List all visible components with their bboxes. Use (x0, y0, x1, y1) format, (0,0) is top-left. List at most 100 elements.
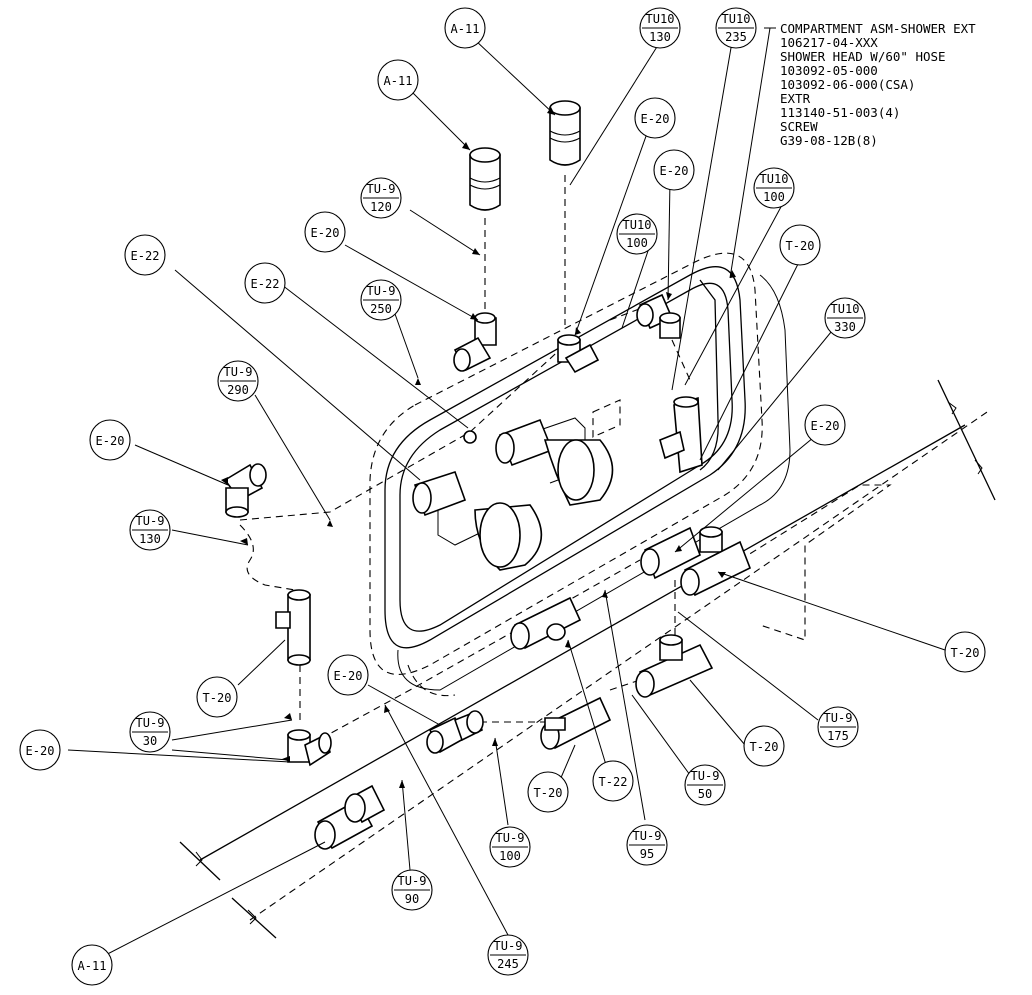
callout: E-22 (244, 262, 286, 304)
svg-text:TU-9: TU-9 (224, 365, 253, 379)
svg-text:TU-9: TU-9 (367, 182, 396, 196)
note-line: G39-08-12B(8) (780, 133, 878, 148)
callout: E-20 (19, 729, 61, 771)
callout-fraction: TU10 130 (639, 7, 681, 49)
svg-text:100: 100 (499, 849, 521, 863)
callout: A-11 (377, 59, 419, 101)
callout: T-20 (743, 725, 785, 767)
callout-fraction: TU-950 (684, 764, 726, 806)
callout: E-20 (304, 211, 346, 253)
callout: E-20 (327, 654, 369, 696)
svg-text:TU-9: TU-9 (398, 874, 427, 888)
svg-text:T-20: T-20 (203, 691, 232, 705)
svg-text:TU10: TU10 (722, 12, 751, 26)
svg-text:T-20: T-20 (534, 786, 563, 800)
svg-text:90: 90 (405, 892, 419, 906)
tee-cluster-right (640, 526, 752, 597)
elbow-e20-upper (453, 312, 497, 372)
notes-block: COMPARTMENT ASM-SHOWER EXT 106217-04-XXX… (780, 21, 976, 148)
elbow-e20-left (223, 463, 267, 518)
note-line: 113140-51-003(4) (780, 105, 900, 120)
svg-text:330: 330 (834, 320, 856, 334)
callout: E-20 (653, 149, 695, 191)
tee-t20-bottom (540, 696, 612, 750)
tee-t20-lower-right (635, 634, 714, 698)
svg-text:T-20: T-20 (786, 239, 815, 253)
svg-text:175: 175 (827, 729, 849, 743)
callout: T-20 (196, 676, 238, 718)
svg-text:TU-9: TU-9 (824, 711, 853, 725)
callout: A-11 (71, 944, 113, 986)
shower-head-lower (412, 470, 543, 571)
cap-fitting-a11-upper (469, 147, 501, 211)
svg-text:T-20: T-20 (951, 646, 980, 660)
elbow-e20-bottom-left (287, 729, 332, 767)
svg-text:130: 130 (139, 532, 161, 546)
cap-fitting-a11-top (549, 100, 581, 166)
svg-text:TU-9: TU-9 (136, 514, 165, 528)
svg-text:E-20: E-20 (641, 112, 670, 126)
svg-text:TU-9: TU-9 (496, 831, 525, 845)
tee-t20-upper (557, 334, 600, 374)
svg-text:E-22: E-22 (251, 277, 280, 291)
callout: E-22 (124, 234, 166, 276)
svg-text:290: 290 (227, 383, 249, 397)
svg-text:A-11: A-11 (451, 22, 480, 36)
callout-fraction: TU10 330 (824, 297, 866, 339)
elbow-e20-top-right (636, 293, 681, 339)
svg-text:TU10: TU10 (646, 12, 675, 26)
note-line: SHOWER HEAD W/60" HOSE (780, 49, 946, 64)
svg-text:30: 30 (143, 734, 157, 748)
svg-text:A-11: A-11 (384, 74, 413, 88)
note-line: 103092-05-000 (780, 63, 878, 78)
callout: T-20 (527, 771, 569, 813)
callout: E-20 (634, 97, 676, 139)
callout: E-20 (89, 419, 131, 461)
svg-text:100: 100 (763, 190, 785, 204)
tee-t20-left (275, 589, 311, 666)
callout: E-20 (804, 404, 846, 446)
elbow-e20-bottom (426, 710, 484, 754)
svg-text:TU10: TU10 (831, 302, 860, 316)
svg-text:235: 235 (725, 30, 747, 44)
callout: T-22 (592, 760, 634, 802)
callout-fraction: TU-9 30 (129, 711, 171, 753)
svg-text:TU10: TU10 (760, 172, 789, 186)
callout-fraction: TU10 235 (715, 7, 757, 49)
svg-text:TU-9: TU-9 (494, 939, 523, 953)
svg-text:E-20: E-20 (311, 226, 340, 240)
callout-fraction: TU-9 100 (489, 826, 531, 868)
callout: T-20 (944, 631, 986, 673)
shower-head-upper (463, 418, 614, 506)
svg-text:E-20: E-20 (96, 434, 125, 448)
tee-t20-right (659, 396, 703, 474)
svg-text:95: 95 (640, 847, 654, 861)
pipe-routes (239, 175, 991, 921)
callout-fraction: TU-9 290 (217, 360, 259, 402)
callout-fraction: TU-9 175 (817, 706, 859, 748)
svg-text:TU10: TU10 (623, 218, 652, 232)
note-line: SCREW (780, 119, 818, 134)
callout-fraction: TU10 100 (753, 167, 795, 209)
svg-text:TU-9: TU-9 (367, 284, 396, 298)
svg-text:A-11: A-11 (78, 959, 107, 973)
callout: T-20 (779, 224, 821, 266)
leader-lines (67, 27, 946, 963)
callout-fraction: TU-9 90 (391, 869, 433, 911)
callout-fraction: TU-9 130 (129, 509, 171, 551)
tee-t22 (510, 596, 582, 650)
note-line: 106217-04-XXX (780, 35, 878, 50)
note-line: EXTR (780, 91, 811, 106)
svg-text:E-20: E-20 (334, 669, 363, 683)
svg-text:TU-9: TU-9 (633, 829, 662, 843)
svg-text:130: 130 (649, 30, 671, 44)
cap-fitting-a11-lower (314, 784, 386, 850)
svg-text:TU-9: TU-9 (691, 769, 720, 783)
svg-text:T-20: T-20 (750, 740, 779, 754)
svg-text:TU-9: TU-9 (136, 716, 165, 730)
